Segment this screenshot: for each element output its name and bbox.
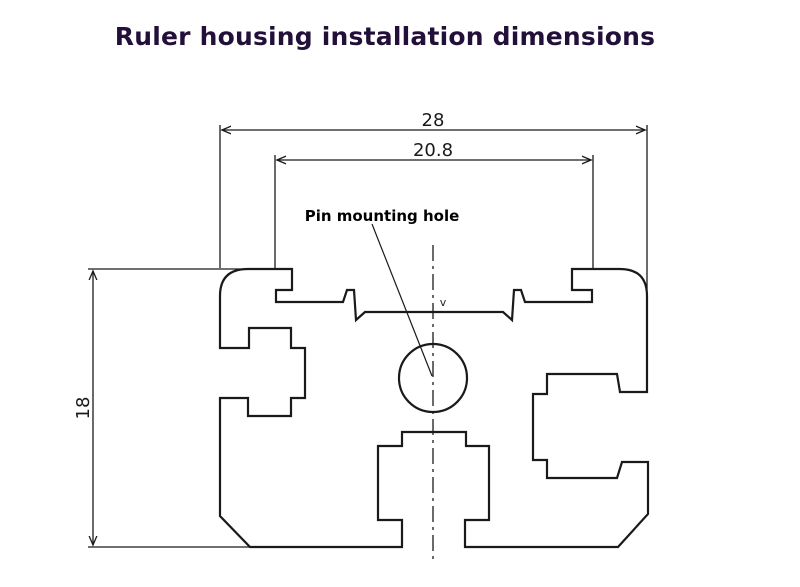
dimension-height: 18 (73, 268, 250, 548)
callout-label: Pin mounting hole (305, 207, 460, 225)
dimension-slot-width: 20.8 (274, 140, 594, 268)
page-title: Ruler housing installation dimensions (114, 22, 656, 51)
profile-outline (218, 267, 650, 549)
dimension-overall-width: 28 (219, 110, 648, 290)
center-mark-label: v (440, 296, 447, 309)
callout-leader-line (371, 223, 433, 377)
dimension-label-18: 18 (73, 397, 94, 420)
dimension-label-20-8: 20.8 (413, 140, 453, 161)
dimension-label-28: 28 (422, 110, 445, 131)
